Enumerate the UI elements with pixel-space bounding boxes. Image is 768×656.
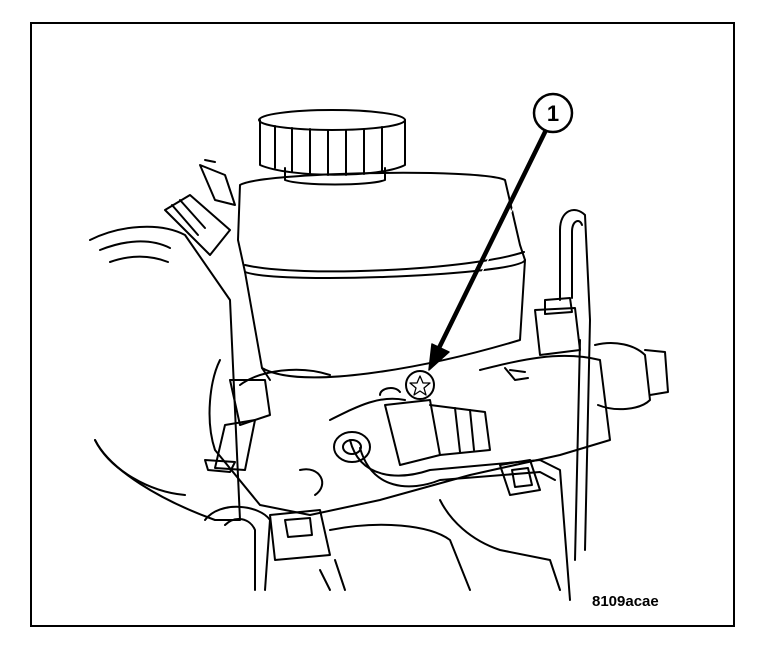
callout-number: 1	[547, 101, 559, 126]
figure-frame	[30, 22, 735, 627]
wiring-harness	[204, 459, 561, 591]
center-fitting	[333, 387, 491, 466]
callout-1	[532, 92, 574, 134]
level-sensor-connector	[164, 159, 236, 256]
left-brake-port	[204, 379, 271, 473]
figure-code: 8109acae	[592, 593, 659, 610]
target-marker	[405, 370, 435, 400]
brake-lines	[349, 209, 591, 601]
callout-arrow	[428, 127, 549, 371]
brake-booster	[89, 225, 241, 521]
